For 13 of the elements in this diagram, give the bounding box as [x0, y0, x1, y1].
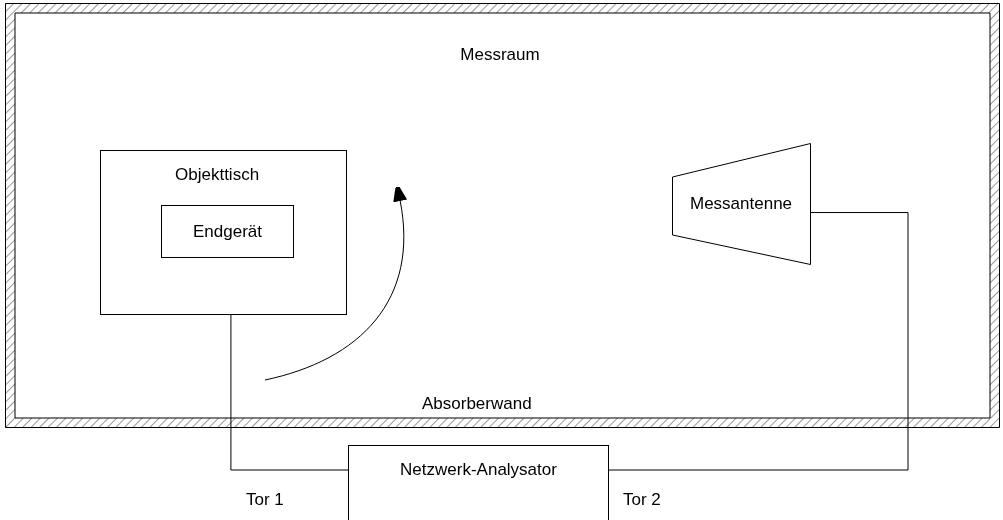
- connector-line: [230, 314, 349, 471]
- device-box: Endgerät: [161, 205, 294, 258]
- antenna-label: Messantenne: [690, 194, 793, 214]
- port-label: Tor 1: [246, 490, 284, 510]
- port-label: Tor 2: [623, 490, 661, 510]
- antenna-drawing: [672, 143, 811, 265]
- measurement-room: [5, 3, 1000, 428]
- box-title: Objekttisch: [175, 165, 260, 185]
- wall-label: Absorberwand: [422, 394, 532, 414]
- analyzer-box: Netzwerk-Analysator: [348, 445, 609, 520]
- connector-line: [608, 212, 909, 471]
- room-title: Messraum: [460, 45, 540, 65]
- table-box: [100, 150, 347, 315]
